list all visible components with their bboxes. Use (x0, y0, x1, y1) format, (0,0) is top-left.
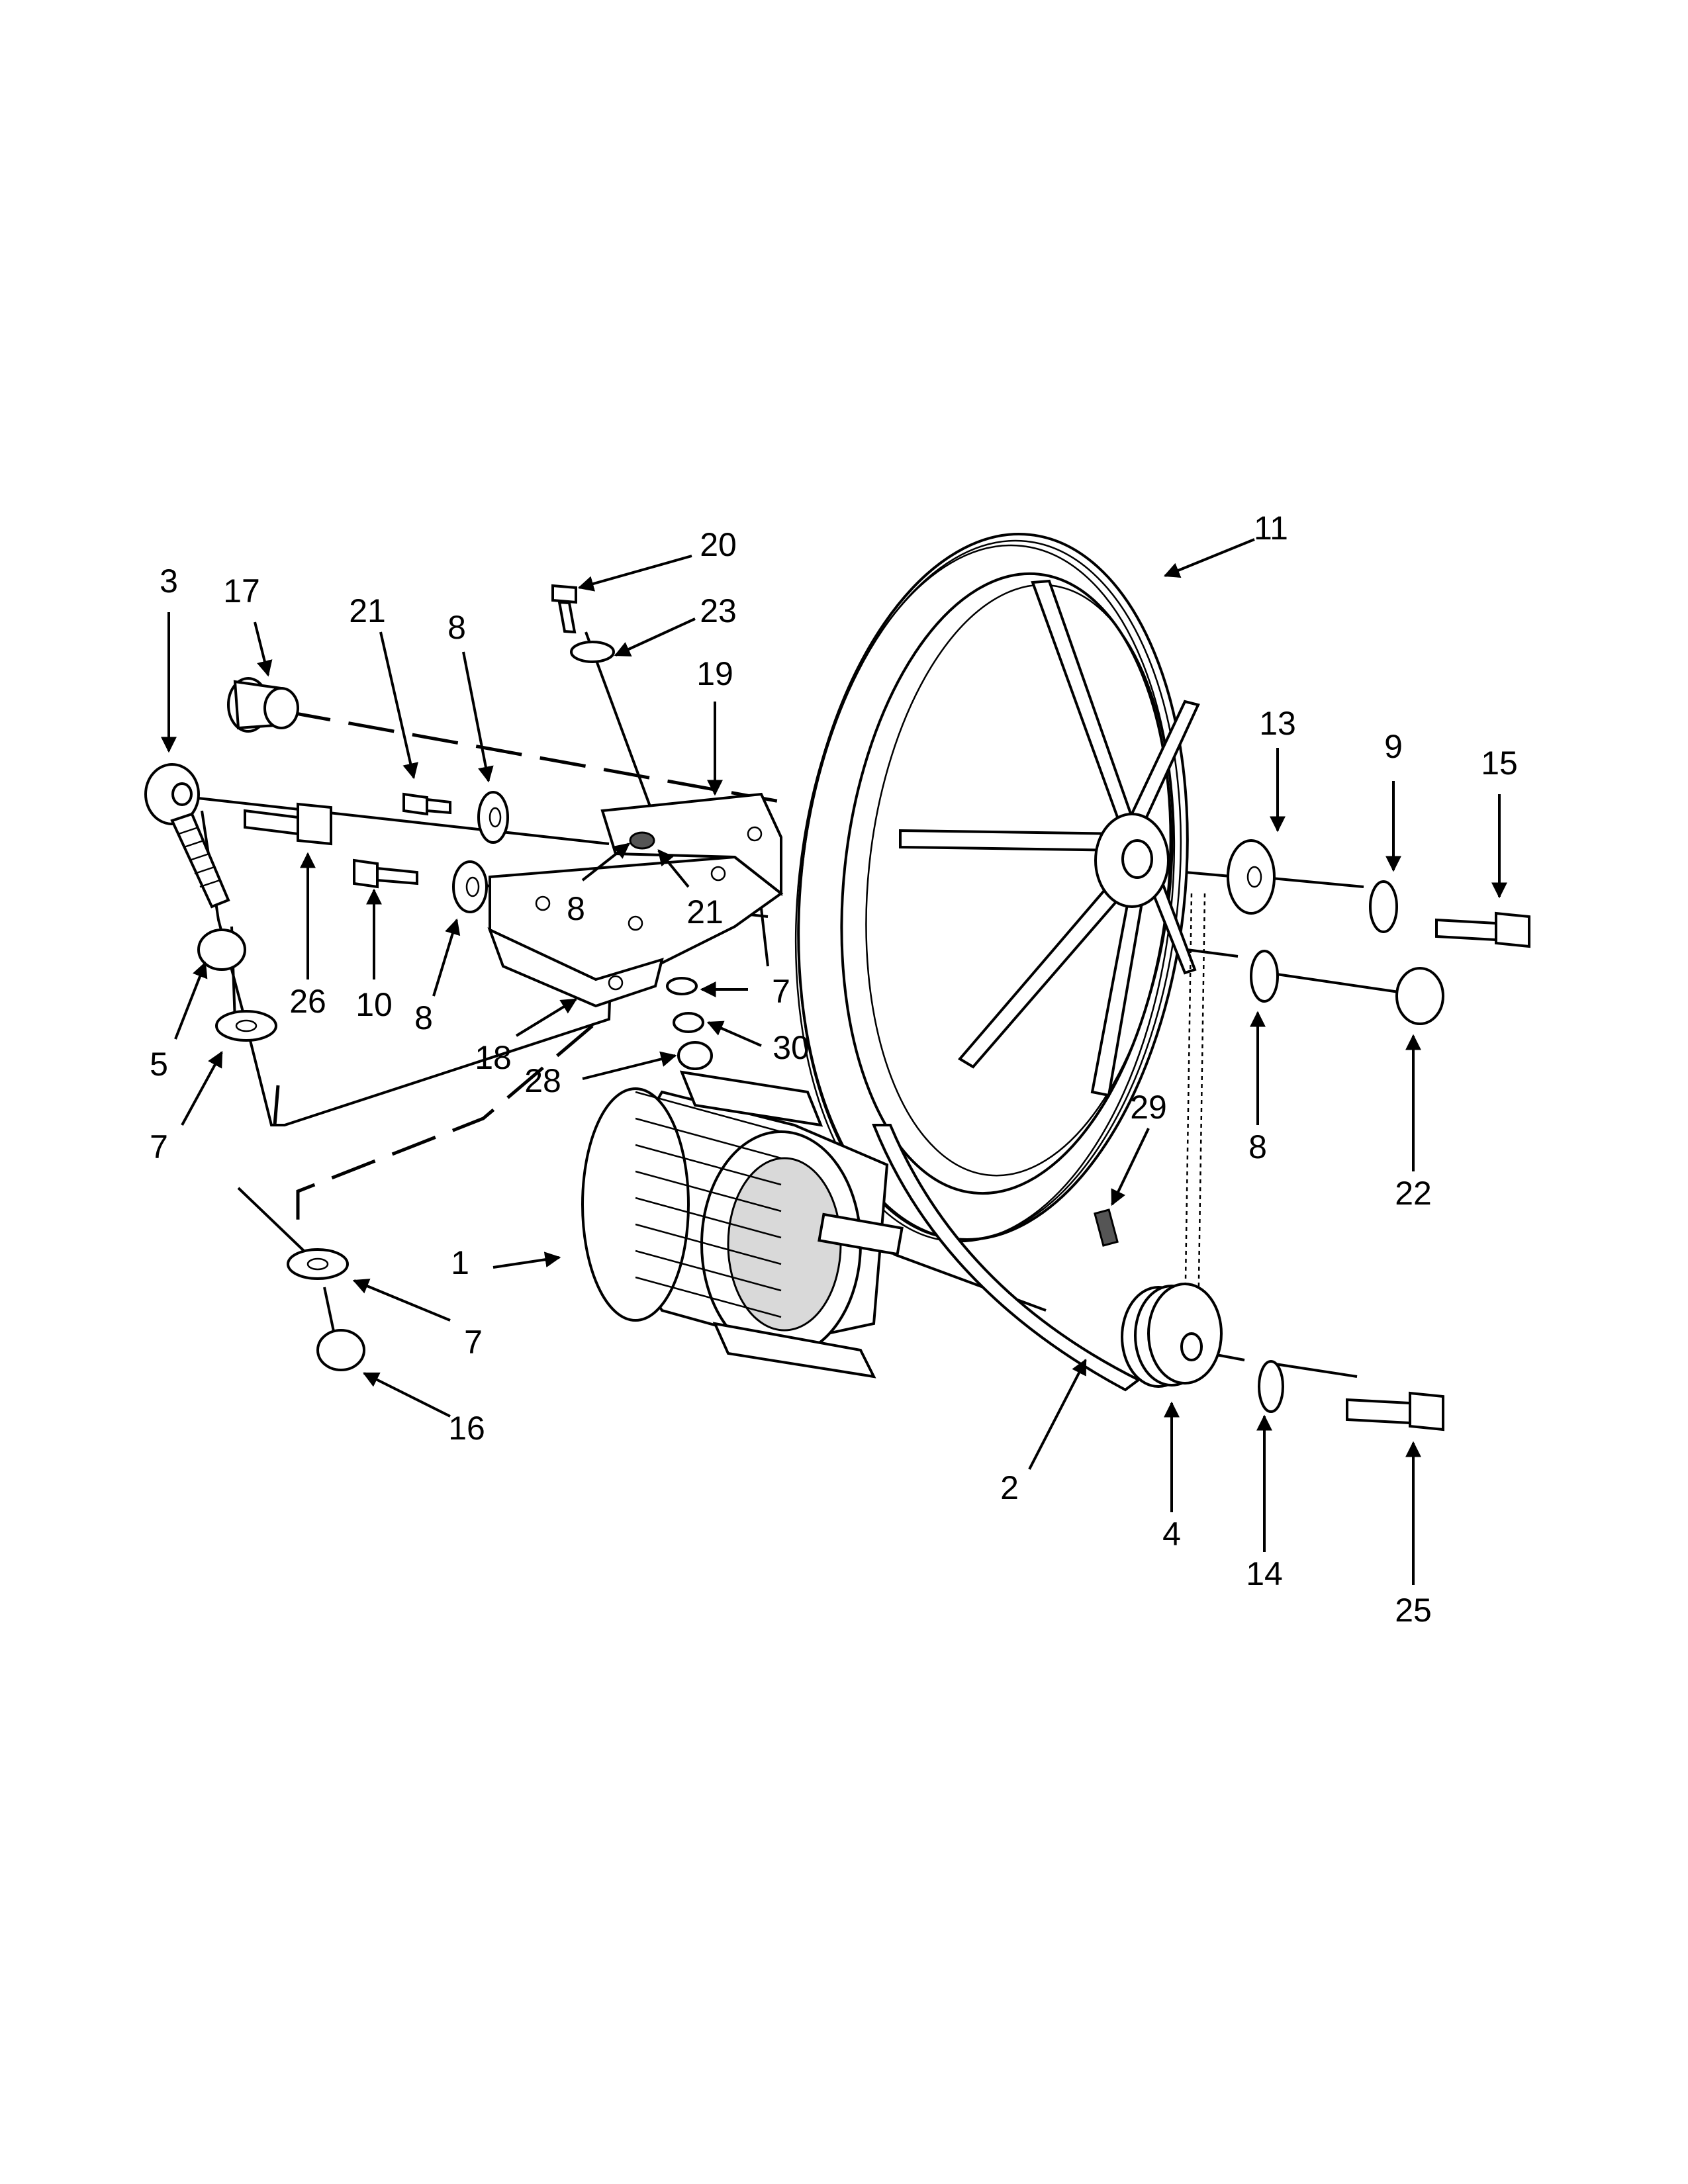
washers-and-nuts (197, 641, 1444, 1413)
callout-19: 19 (696, 655, 733, 692)
callout-28: 28 (524, 1062, 561, 1099)
callout-22: 22 (1395, 1175, 1432, 1212)
callout-7-c: 7 (464, 1324, 483, 1361)
callout-18: 18 (475, 1039, 512, 1076)
callout-15: 15 (1481, 745, 1518, 782)
callout-21-a: 21 (349, 592, 386, 629)
callout-17: 17 (223, 572, 260, 610)
callout-20: 20 (700, 526, 737, 563)
callout-23: 23 (700, 592, 737, 629)
callout-13: 13 (1259, 705, 1296, 742)
callout-5: 5 (150, 1046, 168, 1083)
callout-16: 16 (448, 1410, 485, 1447)
callout-21-b: 21 (686, 893, 724, 931)
flywheel-pulley (794, 533, 1200, 1243)
callout-26: 26 (289, 983, 326, 1020)
callout-3: 3 (160, 563, 178, 600)
callout-labels: 1 2 3 4 5 7 7 7 8 8 8 8 9 10 11 13 14 15… (150, 510, 1518, 1629)
callout-8-d: 8 (1248, 1128, 1267, 1165)
callout-29: 29 (1130, 1089, 1167, 1126)
callout-4: 4 (1162, 1516, 1181, 1553)
callout-7-a: 7 (150, 1128, 168, 1165)
bolts (244, 584, 1530, 1432)
callout-8-c: 8 (414, 999, 433, 1036)
motor-mount (487, 792, 784, 1008)
leader-arrows (161, 538, 1507, 1585)
eye-bolt (144, 763, 230, 909)
callout-9: 9 (1384, 728, 1403, 765)
motor-pulley (1121, 1283, 1223, 1388)
callout-8-a: 8 (447, 609, 466, 646)
set-screw (1094, 1208, 1119, 1247)
callout-8-b: 8 (567, 890, 585, 927)
knob (227, 677, 299, 733)
callout-10: 10 (355, 986, 393, 1023)
callout-30: 30 (773, 1029, 810, 1066)
callout-1: 1 (451, 1244, 469, 1281)
electric-motor (581, 1070, 904, 1379)
callout-14: 14 (1246, 1555, 1283, 1592)
callout-25: 25 (1395, 1592, 1432, 1629)
callout-11: 11 (1254, 510, 1288, 547)
callout-7-b: 7 (772, 973, 790, 1010)
callout-2: 2 (1000, 1469, 1019, 1506)
